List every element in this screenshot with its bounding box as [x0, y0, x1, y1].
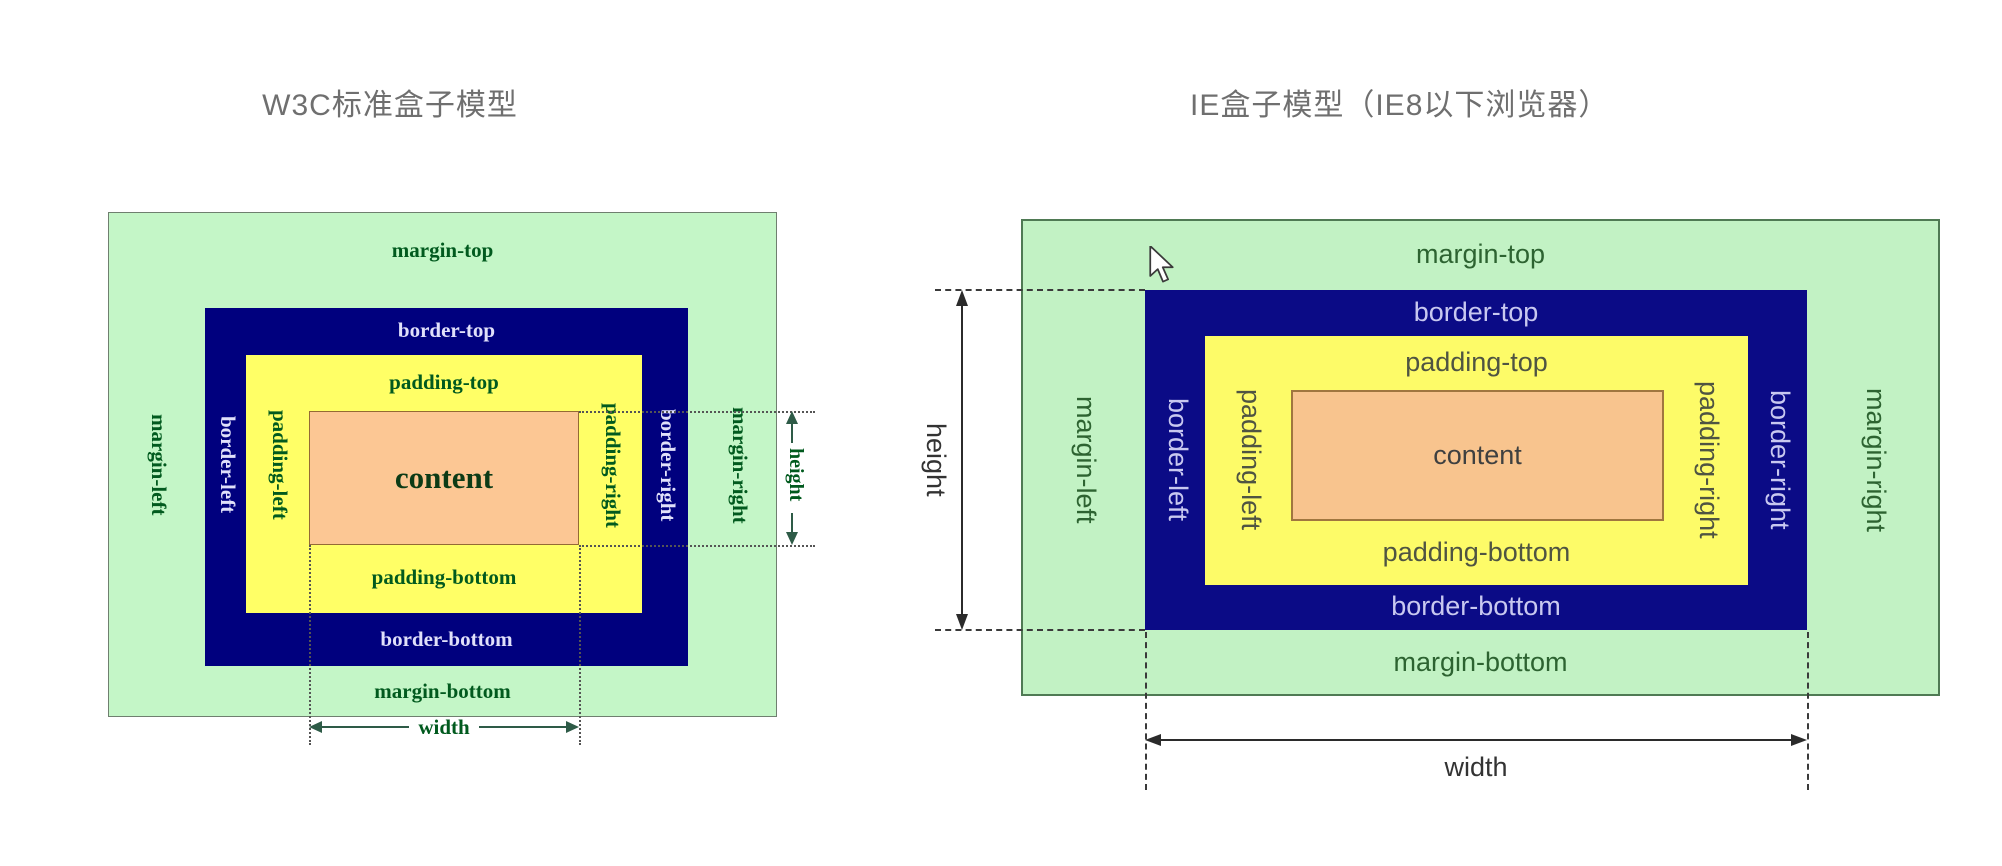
ie-content-label: content	[1433, 440, 1522, 470]
w3c-border-left-label: border-left	[216, 416, 240, 514]
w3c-padding-right-label: padding-right	[601, 402, 625, 528]
w3c-margin-right-label: margin-right	[728, 406, 752, 524]
ie-width-arrow	[1145, 734, 1807, 746]
w3c-height-arrow	[786, 411, 798, 545]
w3c-border-top-label: border-top	[397, 318, 496, 342]
ie-width-label: width	[1444, 752, 1508, 782]
mouse-pointer-icon	[1149, 246, 1174, 283]
ie-border-top-label: border-top	[1413, 297, 1539, 327]
ie-padding-bottom-label: padding-bottom	[1382, 537, 1571, 567]
ie-padding-left-label: padding-left	[1236, 389, 1266, 531]
ie-margin-left-label: margin-left	[1071, 396, 1101, 524]
ie-height-label: height	[921, 423, 951, 497]
w3c-width-label: width	[418, 715, 470, 739]
w3c-height-guide-top-line	[579, 411, 815, 413]
ie-height-arrow	[956, 290, 968, 630]
ie-width-guide-left-line	[1145, 632, 1147, 790]
w3c-padding-left-label: padding-left	[268, 410, 292, 520]
w3c-border-right-label: border-right	[656, 408, 680, 522]
w3c-height-label: height	[785, 448, 807, 502]
w3c-border-bottom-label: border-bottom	[380, 627, 513, 651]
w3c-content-box: content	[309, 411, 579, 545]
w3c-height-guide-bottom-line	[579, 545, 815, 547]
w3c-width-arrow	[309, 721, 579, 733]
ie-border-bottom-label: border-bottom	[1391, 591, 1561, 621]
ie-height-guide-bottom-line	[935, 629, 1145, 631]
ie-border-left-label: border-left	[1163, 398, 1193, 522]
ie-margin-top-label: margin-top	[1415, 239, 1546, 269]
ie-diagram-title: IE盒子模型（IE8以下浏览器）	[1190, 89, 1610, 122]
w3c-width-guide-left-line	[309, 545, 311, 745]
ie-border-right-label: border-right	[1765, 390, 1795, 530]
w3c-padding-top-label: padding-top	[389, 370, 499, 394]
w3c-content-label: content	[394, 460, 494, 495]
w3c-margin-left-label: margin-left	[147, 414, 171, 516]
ie-padding-top-label: padding-top	[1405, 347, 1548, 377]
w3c-diagram-title: W3C标准盒子模型	[262, 89, 518, 122]
ie-height-guide-top-line	[935, 289, 1145, 291]
ie-width-guide-right-line	[1807, 632, 1809, 790]
w3c-margin-bottom-label: margin-bottom	[374, 679, 511, 703]
w3c-margin-top-label: margin-top	[391, 238, 494, 262]
ie-content-box: content	[1291, 390, 1664, 521]
ie-padding-right-label: padding-right	[1694, 381, 1724, 539]
w3c-padding-bottom-label: padding-bottom	[371, 565, 517, 589]
w3c-width-guide-right-line	[579, 545, 581, 745]
ie-margin-right-label: margin-right	[1861, 387, 1891, 533]
ie-margin-bottom-label: margin-bottom	[1393, 647, 1568, 677]
